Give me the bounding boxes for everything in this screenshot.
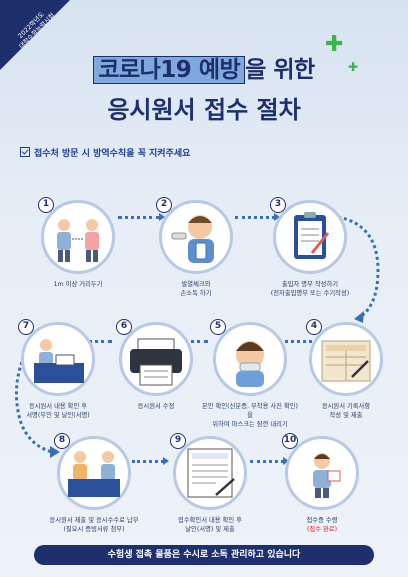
step-6-illustration: 6 (116, 319, 193, 396)
step-9-caption-a: 접수확인서 내용 확인 후 (178, 517, 242, 524)
step-3-illustration: 3 (270, 197, 347, 274)
step-number: 1 (38, 197, 54, 213)
clipboard-icon (294, 212, 330, 259)
step-2: 2 발열체크와 손소독 하기 (146, 197, 246, 298)
receipt-person-icon (313, 453, 341, 498)
arrow-7-8 (15, 361, 60, 458)
step-2-illustration: 2 (156, 197, 233, 274)
step-6-caption: 응시원서 수정 (137, 403, 175, 410)
arrow-3-4 (337, 215, 380, 323)
step-9-caption-b: 날인(서명) 및 제출 (185, 526, 235, 533)
step-3-caption-a: 출입자 명부 작성하기 (281, 281, 339, 288)
arrow-8-9 (132, 457, 169, 465)
confirmation-form-icon (187, 448, 235, 498)
step-7-caption-a: 응시원서 내용 확인 후 (28, 403, 88, 410)
step-number: 9 (170, 433, 186, 449)
step-9-illustration: 9 (170, 433, 247, 510)
step-1-caption: 1m 이상 거리두기 (53, 281, 103, 288)
step-10-caption: 접수증 수령 (접수 완료) (272, 516, 372, 534)
temperature-check-icon (171, 215, 214, 263)
step-number: 4 (306, 319, 322, 335)
distance-people-icon (57, 219, 99, 262)
step-number: 10 (282, 433, 298, 449)
arrow-1-2 (118, 213, 165, 221)
printer-icon (130, 338, 182, 386)
step-7-caption-b: 서명(무인 및 날인(서명) (26, 412, 90, 419)
step-4-illustration: 4 (306, 319, 383, 396)
plus-icon: ✚ (325, 32, 344, 57)
step-7-caption: 응시원서 내용 확인 후 서명(무인 및 날인(서명) (8, 402, 108, 420)
step-number: 8 (54, 433, 70, 449)
bottom-banner: 수험생 접촉 물품은 수시로 소독 관리하고 있습니다 (34, 545, 374, 565)
step-8: 8 응시원서 제출 및 응시수수료 납부 (필요시 증빙서류 첨부) (44, 433, 144, 534)
arrow-2-3 (235, 213, 280, 221)
step-10-caption-a: 접수증 수령 (306, 517, 338, 524)
step-8-illustration: 8 (54, 433, 131, 510)
step-4-caption: 응시원서 기록사항 작성 및 제출 (296, 402, 396, 420)
payment-desk-icon (68, 451, 120, 497)
title-line2: 응시원서 접수 절차 (107, 96, 301, 124)
plus-small-icon: ✚ (348, 60, 359, 74)
step-5-caption-b: 위하여 마스크는 잠깐 내리기 (212, 421, 288, 428)
step-9: 9 접수확인서 내용 확인 후 날인(서명) 및 제출 (160, 433, 260, 534)
step-4-caption-b: 작성 및 제출 (329, 412, 363, 419)
step-1: 1 1m 이상 거리두기 (28, 197, 128, 289)
step-2-caption-a: 발열체크와 (181, 281, 211, 288)
step-3: 3 출입자 명부 작성하기 (전자출입명부 또는 수기작성) (260, 197, 360, 298)
mask-down-person-icon (236, 341, 264, 387)
step-number: 2 (156, 197, 172, 213)
step-1-illustration: 1 (38, 197, 115, 274)
step-10-illustration: 10 (282, 433, 359, 510)
step-3-caption-b: (전자출입명부 또는 수기작성) (270, 290, 350, 297)
step-5-caption: 본인 확인(신분증, 부착용 사진 확인)을 위하여 마스크는 잠깐 내리기 (200, 402, 300, 429)
notice: 접수처 방문 시 방역수칙을 꼭 지켜주세요 (20, 146, 190, 159)
checkbox-icon (20, 147, 30, 157)
step-6: 6 응시원서 수정 (106, 319, 206, 411)
step-7: 7 응시원서 내용 확인 후 서명(무인 및 날인(서명) (8, 319, 108, 420)
step-4-caption-a: 응시원서 기록사항 (321, 403, 371, 410)
step-4: 4 응시원서 기록사항 작성 및 제출 (296, 319, 396, 420)
corner-banner: 2022학년도 대학수학능력시험 (0, 0, 70, 70)
step-8-caption-a: 응시원서 제출 및 응시수수료 납부 (49, 517, 139, 524)
step-8-caption-b: (필요시 증빙서류 첨부) (63, 526, 125, 533)
step-number: 3 (270, 197, 286, 213)
step-10: 10 접수증 수령 (접수 완료) (272, 433, 372, 534)
step-number: 5 (210, 319, 226, 335)
step-2-caption: 발열체크와 손소독 하기 (146, 280, 246, 298)
step-8-caption: 응시원서 제출 및 응시수수료 납부 (필요시 증빙서류 첨부) (44, 516, 144, 534)
step-3-caption: 출입자 명부 작성하기 (전자출입명부 또는 수기작성) (260, 280, 360, 298)
step-10-caption-b: (접수 완료) (306, 526, 338, 533)
step-2-caption-b: 손소독 하기 (180, 290, 212, 297)
step-5-caption-a: 본인 확인(신분증, 부착용 사진 확인)을 (201, 403, 299, 419)
step-number: 7 (18, 319, 34, 335)
desk-sign-icon (34, 339, 84, 383)
step-9-caption: 접수확인서 내용 확인 후 날인(서명) 및 제출 (160, 516, 260, 534)
notice-text: 접수처 방문 시 방역수칙을 꼭 지켜주세요 (34, 149, 191, 159)
step-5-illustration: 5 (210, 319, 287, 396)
title-highlight: 코로나19 예방 (93, 56, 246, 84)
step-7-illustration: 7 (18, 319, 95, 396)
step-5: 5 본인 확인(신분증, 부착용 사진 확인)을 위하여 마스크는 잠깐 내리기 (200, 319, 300, 429)
step-number: 6 (116, 319, 132, 335)
form-writing-icon (321, 340, 371, 382)
title-rest: 을 위한 (245, 57, 315, 83)
